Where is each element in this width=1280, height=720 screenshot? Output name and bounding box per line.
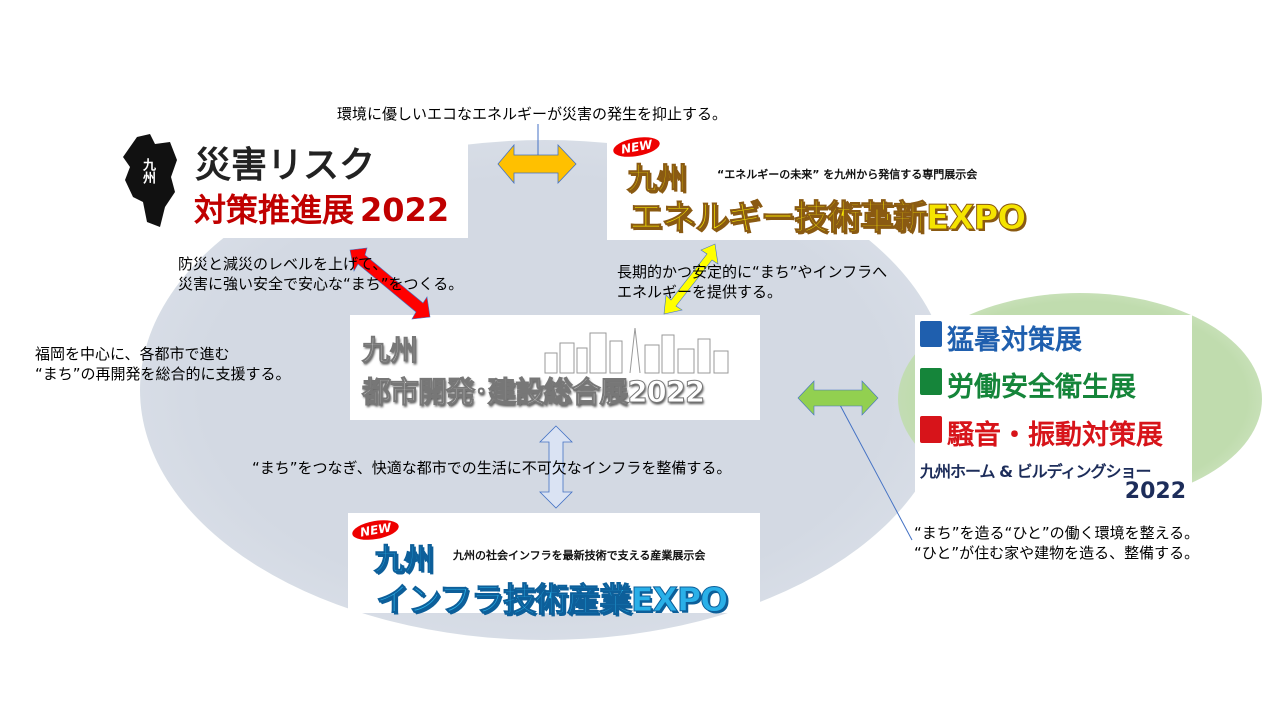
- group-item3: 騒音・振動対策展: [947, 420, 1163, 451]
- group-item4: 九州ホーム & ビルディングショー: [920, 462, 1151, 481]
- city-skyline-icon: [544, 327, 729, 374]
- arrow-urban-infra: [539, 425, 573, 509]
- infra-subtitle: 九州の社会インフラを最新技術で支える産業展示会: [453, 549, 706, 562]
- disaster-year: 2022: [360, 191, 450, 229]
- caption-bottom: “まち”をつなぎ、快適な都市での生活に不可欠なインフラを整備する。: [252, 459, 732, 477]
- caption-right-lower-1: “まち”を造る“ひと”の働く環境を整える。: [914, 524, 1200, 542]
- caption-left-upper-1: 防災と減災のレベルを上げて、: [178, 255, 388, 273]
- caption-right-upper-1: 長期的かつ安定的に“まち”やインフラへ: [617, 263, 888, 281]
- arrow-disaster-urban: [349, 247, 431, 320]
- thermometer-icon: [920, 321, 942, 347]
- energy-title: エネルギー技術革新EXPO: [628, 198, 1026, 239]
- caption-left-upper-2: 災害に強い安全で安心な“まち”をつくる。: [178, 275, 464, 293]
- energy-region: 九州: [627, 162, 688, 198]
- caption-left-mid-1: 福岡を中心に、各都市で進む: [35, 345, 230, 363]
- disaster-line2: 対策推進展: [194, 191, 355, 229]
- kyushu-map-icon: [123, 134, 177, 227]
- caption-right-lower-2: “ひと”が住む家や建物を造る、整備する。: [914, 544, 1200, 562]
- disaster-region: 九州: [140, 158, 155, 184]
- energy-subtitle: “エネルギーの未来” を九州から発信する専門展示会: [717, 168, 978, 181]
- infra-region: 九州: [374, 543, 435, 579]
- no-noise-icon: [920, 416, 942, 443]
- logo-exhibition-group[interactable]: 猛暑対策展 労働安全衛生展 騒音・振動対策展 九州ホーム & ビルディングショー…: [915, 315, 1192, 507]
- caption-right-upper-2: エネルギーを提供する。: [617, 283, 783, 301]
- arrow-energy-urban: [663, 243, 719, 315]
- logo-urban-development[interactable]: 九州 都市開発･建設総合展2022: [350, 315, 760, 420]
- logo-infra-expo[interactable]: NEW 九州 九州の社会インフラを最新技術で支える産業展示会 インフラ技術産業E…: [348, 513, 760, 620]
- arrow-disaster-energy: [497, 143, 577, 185]
- caption-left-mid-2: “まち”の再開発を総合的に支援する。: [35, 365, 291, 383]
- group-year: 2022: [1124, 479, 1186, 504]
- group-item2: 労働安全衛生展: [947, 372, 1136, 403]
- urban-region: 九州: [361, 334, 419, 368]
- caption-top: 環境に優しいエコなエネルギーが災害の発生を抑止する。: [337, 105, 728, 123]
- arrow-urban-group: [797, 380, 879, 416]
- logo-energy-expo[interactable]: NEW 九州 “エネルギーの未来” を九州から発信する専門展示会 エネルギー技術…: [607, 130, 1040, 240]
- urban-title: 都市開発･建設総合展2022: [361, 375, 705, 410]
- infra-title: インフラ技術産業EXPO: [375, 580, 728, 620]
- disaster-line1: 災害リスク: [195, 145, 376, 186]
- safety-cross-icon: [920, 368, 942, 395]
- group-item1: 猛暑対策展: [947, 325, 1082, 356]
